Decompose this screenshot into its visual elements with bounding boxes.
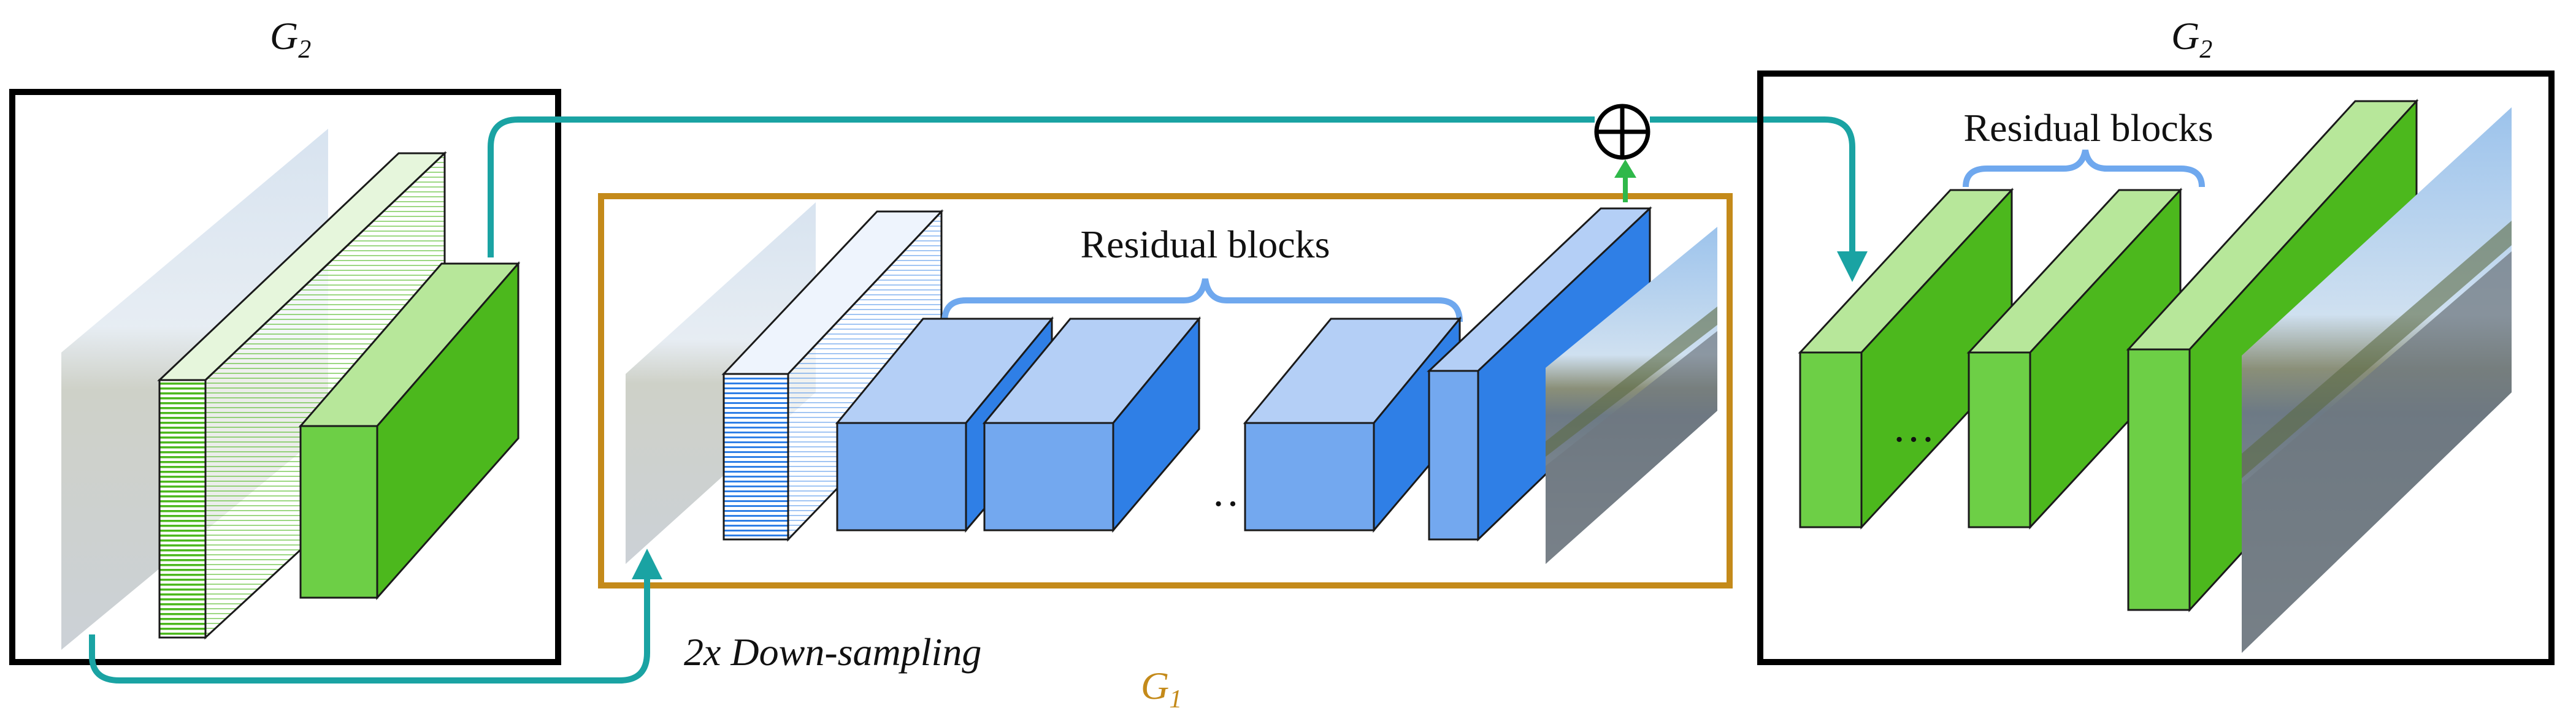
ellipsis-right: … — [1892, 404, 1935, 451]
g1-label: G1 — [1141, 664, 1182, 714]
input-image-center — [626, 202, 816, 564]
arrowhead-icon — [632, 549, 662, 579]
output-image-right — [2242, 107, 2512, 653]
residual-blocks-label-center: Residual blocks — [1080, 223, 1330, 266]
hatched-layer-center — [721, 209, 944, 542]
g2-left-label: G2 — [270, 14, 311, 64]
g2-right-label: G2 — [2171, 14, 2212, 64]
downsampling-label: 2x Down-sampling — [684, 630, 981, 674]
arrowhead-icon — [1837, 251, 1868, 282]
skip-connection-arrow — [488, 116, 1595, 257]
fusion-to-g2-arrow — [1650, 116, 1855, 257]
up-arrow-green — [1614, 159, 1636, 202]
residual-block-right-1 — [1798, 188, 2014, 530]
g1-module: G1 Residual blocks … — [598, 193, 1733, 714]
brace-center — [941, 278, 1463, 322]
g2-right-module: G2 Residual blocks … — [1757, 14, 2555, 665]
g2-right-frame — [1757, 70, 2555, 665]
circled-plus-icon — [1594, 104, 1650, 160]
g2-left-module: G2 — [9, 14, 561, 665]
downsampling-arrow — [89, 576, 650, 684]
brace-right — [1963, 149, 2205, 188]
green-block-left — [298, 261, 521, 600]
residual-blocks-label-right: Residual blocks — [1963, 106, 2213, 150]
g1-frame — [598, 193, 1733, 588]
residual-block-3 — [1243, 316, 1462, 533]
hatched-layer-left — [157, 151, 447, 640]
residual-block-2 — [982, 316, 1202, 533]
g2-left-frame — [9, 89, 561, 665]
output-image-center — [1546, 227, 1717, 564]
